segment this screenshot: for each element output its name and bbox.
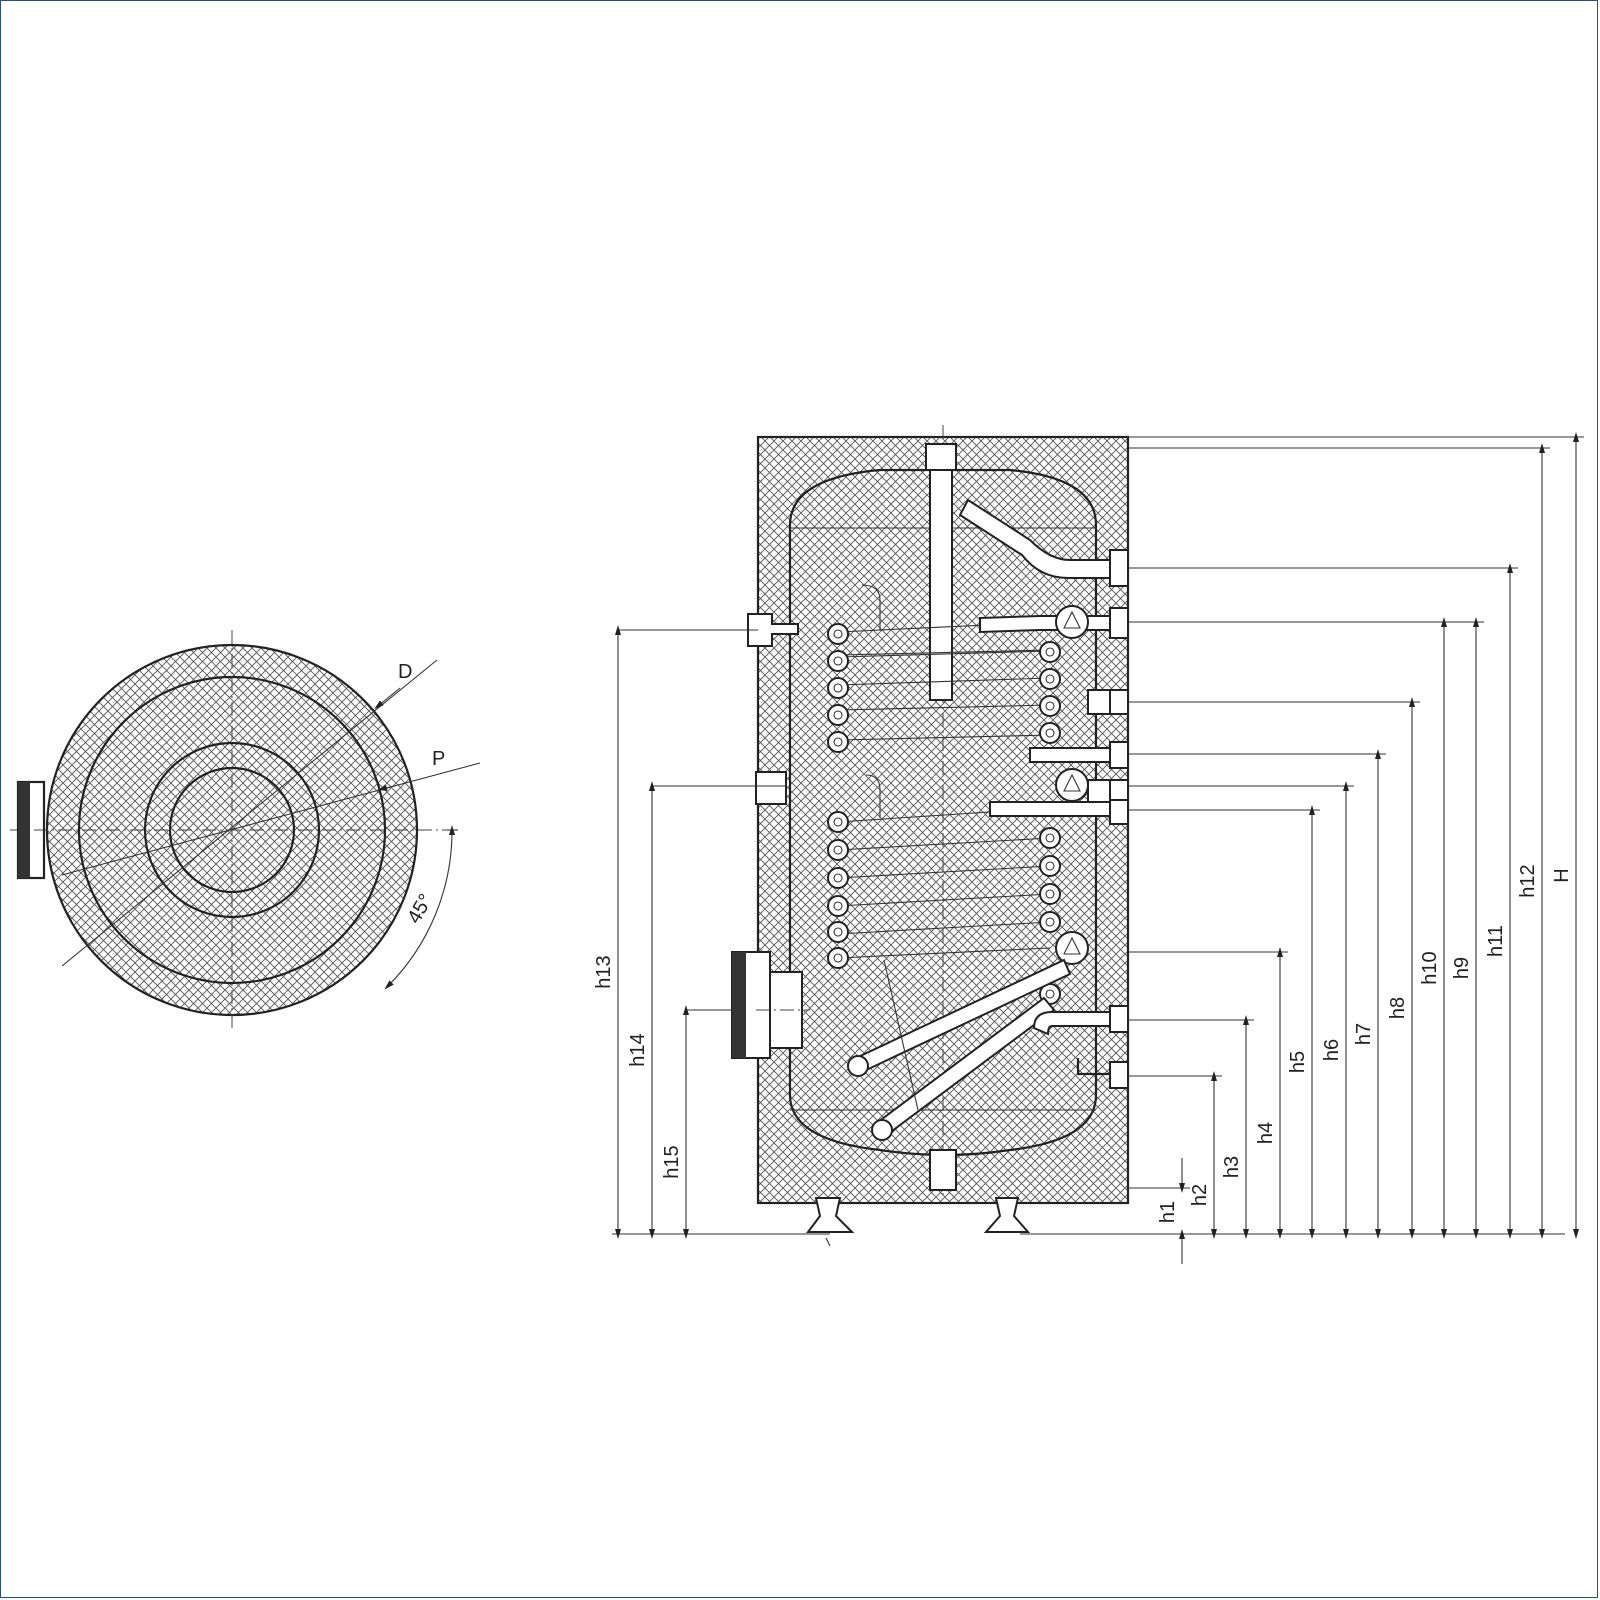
- left-sockets: [731, 613, 810, 1059]
- dim-label-h7: h7: [1353, 1023, 1375, 1045]
- top-socket: [925, 443, 957, 471]
- thermometer-socket: [747, 613, 799, 647]
- top-view: D P 45°: [10, 630, 481, 1030]
- coil-circle-outer: [143, 741, 321, 919]
- foot-right: [983, 1197, 1031, 1233]
- dim-label-h15: h15: [661, 1145, 683, 1178]
- dim-label-h14: h14: [627, 1033, 649, 1066]
- sensor-socket: [755, 771, 787, 805]
- dim-label-h5: h5: [1287, 1051, 1309, 1073]
- bottom-socket: [929, 1149, 957, 1191]
- side-flange-plate: [18, 782, 30, 878]
- diameter-line: [61, 659, 438, 967]
- dim-label-h3: h3: [1221, 1156, 1243, 1178]
- dim-label-h13: h13: [593, 955, 615, 988]
- angle-arc: [384, 825, 456, 990]
- lower-coil: [827, 768, 1111, 1141]
- left-dimensions: h13 h14 h15: [593, 625, 786, 1239]
- anode-rod: [929, 469, 953, 701]
- dim-label-h9: h9: [1451, 957, 1473, 979]
- vessel-body: [788, 468, 1098, 1157]
- dim-label-h11: h11: [1485, 925, 1507, 957]
- dim-label-h4: h4: [1255, 1122, 1277, 1144]
- dim-label-h2: h2: [1189, 1184, 1211, 1206]
- dim-label-h8: h8: [1387, 997, 1409, 1019]
- dim-label-H: H: [1551, 868, 1573, 882]
- right-dimensions: h1 h2 h3 h4 h5 h6 h7 h8 h10 h9 h11 h12 H: [1128, 432, 1584, 1264]
- side-view: h1 h2 h3 h4 h5 h6 h7 h8 h10 h9 h11 h12 H h13 h14 h15: [593, 425, 1584, 1264]
- pitch-label: P: [432, 748, 445, 770]
- dim-label-h6: h6: [1321, 1039, 1343, 1061]
- foot-left: [806, 1197, 855, 1233]
- dim-label-h12: h12: [1517, 864, 1539, 897]
- pitch-line: [61, 762, 481, 876]
- dim-label-h10: h10: [1419, 951, 1441, 984]
- diameter-label: D: [398, 661, 412, 683]
- dim-label-h1: h1: [1157, 1201, 1179, 1223]
- right-sockets: [1087, 549, 1129, 1089]
